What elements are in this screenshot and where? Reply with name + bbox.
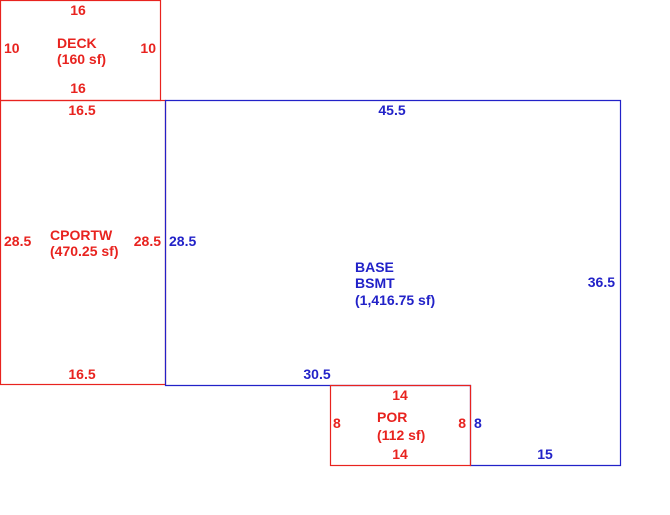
deck-label: DECK xyxy=(57,35,97,51)
por-label: POR xyxy=(377,409,407,425)
base-bottom-right-dimension: 15 xyxy=(537,446,553,462)
por-left-dimension: 8 xyxy=(333,415,341,431)
deck-area-value: (160 sf) xyxy=(57,51,106,67)
por-outline xyxy=(329,384,472,467)
cportw-top-dimension: 16.5 xyxy=(68,102,95,118)
base-step-dimension: 8 xyxy=(474,415,482,431)
deck-bottom-dimension: 16 xyxy=(70,80,86,96)
base-bottom-left-dimension: 30.5 xyxy=(303,366,330,382)
base-top-dimension: 45.5 xyxy=(378,102,405,118)
por-bottom-dimension: 14 xyxy=(392,446,408,462)
deck-right-dimension: 10 xyxy=(140,40,156,56)
base-label: BASE xyxy=(355,259,394,275)
bsmt-label: BSMT xyxy=(355,275,395,291)
deck-top-dimension: 16 xyxy=(70,2,86,18)
cportw-right-dimension: 28.5 xyxy=(134,233,161,249)
base-area-value: (1,416.75 sf) xyxy=(355,292,435,308)
por-area-value: (112 sf) xyxy=(377,427,425,443)
por-right-dimension: 8 xyxy=(458,415,466,431)
cportw-left-dimension: 28.5 xyxy=(4,233,31,249)
cportw-label: CPORTW xyxy=(50,227,113,243)
deck-left-dimension: 10 xyxy=(4,40,20,56)
por-area: 14 8 8 POR (112 sf) 14 xyxy=(329,384,472,467)
por-top-dimension: 14 xyxy=(392,387,408,403)
base-left-dimension: 28.5 xyxy=(169,233,196,249)
cportw-area-value: (470.25 sf) xyxy=(50,243,118,259)
cportw-area: 16.5 28.5 28.5 CPORTW (470.25 sf) 16.5 xyxy=(0,99,167,386)
cportw-bottom-dimension: 16.5 xyxy=(68,366,95,382)
base-right-dimension: 36.5 xyxy=(588,274,615,290)
deck-area: 16 10 10 DECK (160 sf) 16 xyxy=(0,0,162,102)
